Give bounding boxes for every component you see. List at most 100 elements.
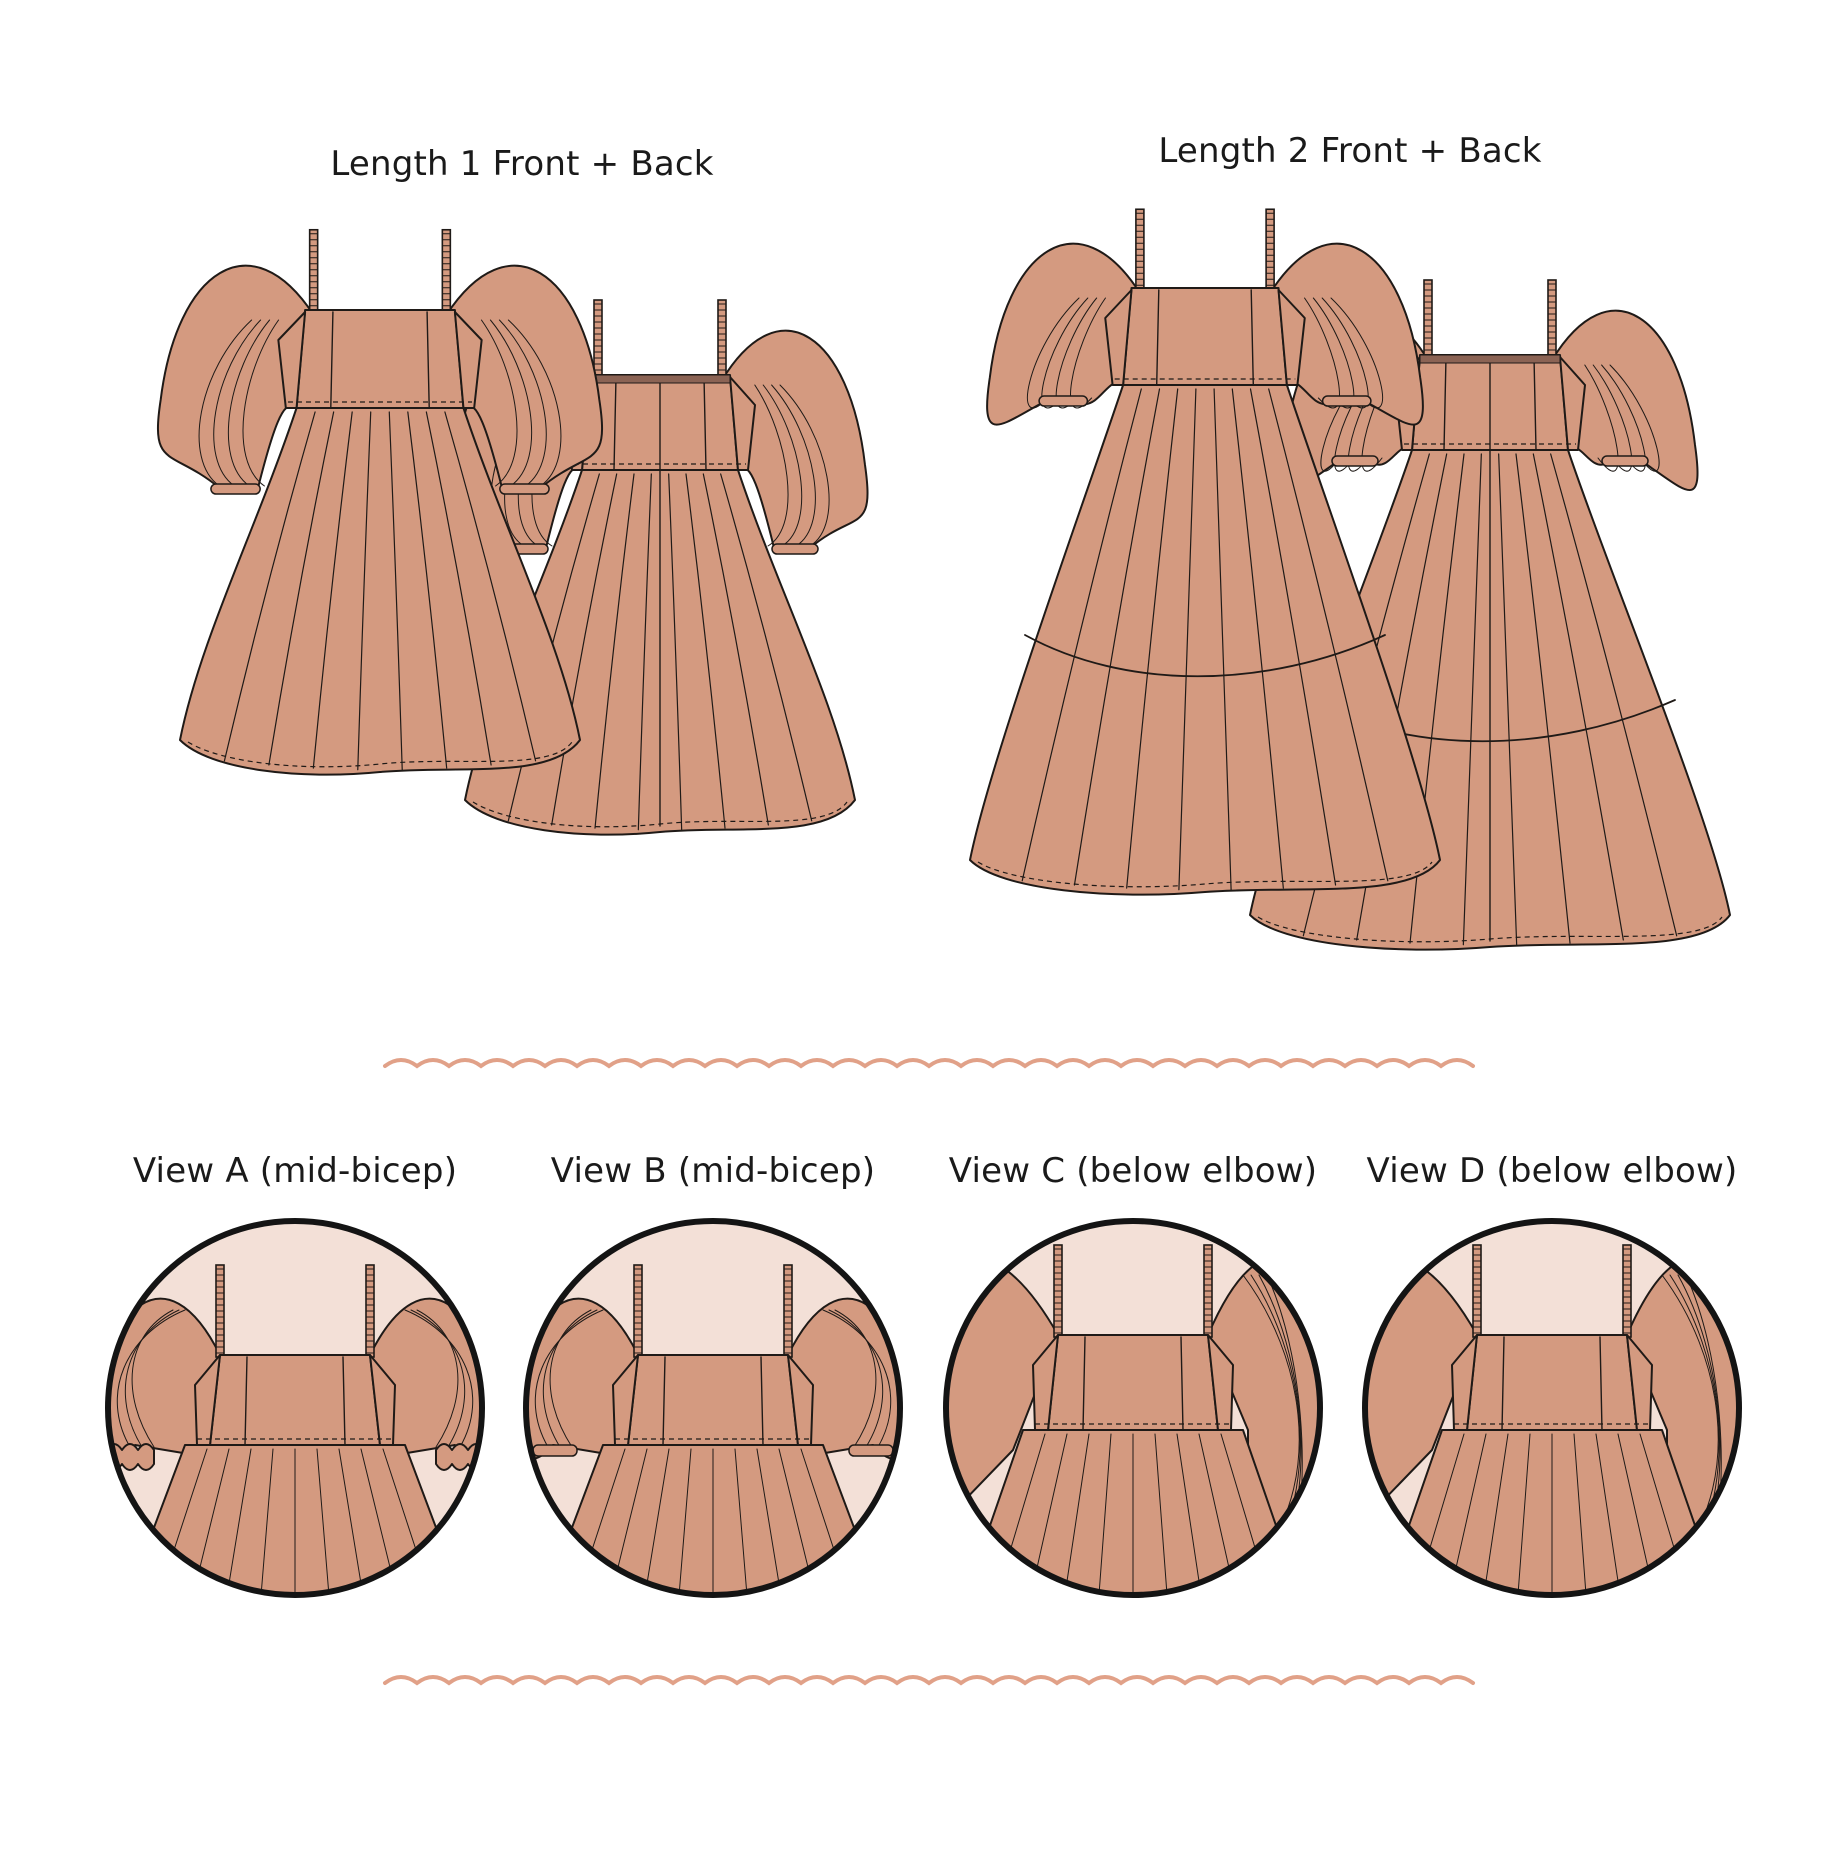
princess-seam bbox=[1082, 1336, 1086, 1431]
right-sleeve bbox=[1269, 242, 1424, 426]
skirt bbox=[179, 407, 581, 776]
sleeve-gather bbox=[1321, 297, 1369, 409]
skirt-fold bbox=[1516, 1433, 1531, 1595]
sleeve-gather bbox=[489, 319, 533, 487]
tier-seam bbox=[1024, 634, 1386, 678]
bodice-side-left bbox=[612, 1354, 639, 1446]
length-2-label: Length 2 Front + Back bbox=[1158, 131, 1542, 171]
left-sleeve bbox=[1365, 1255, 1478, 1595]
skirt-fold bbox=[1595, 1433, 1623, 1595]
sleeve-gather bbox=[124, 1309, 180, 1448]
bodice-side-right bbox=[1207, 1334, 1234, 1431]
sleeve-gather bbox=[1609, 364, 1660, 472]
sleeve-gather bbox=[834, 1309, 877, 1448]
back-facing bbox=[1419, 354, 1561, 364]
bodice-side-right bbox=[1277, 289, 1306, 386]
sleeve-gather bbox=[480, 319, 518, 487]
skirt-fold bbox=[407, 411, 448, 769]
skirt-fold bbox=[677, 1448, 692, 1595]
sleeve-gather bbox=[242, 319, 280, 487]
bodice-side-right bbox=[1626, 1334, 1653, 1431]
skirt-fold bbox=[1021, 388, 1142, 882]
bodice bbox=[1122, 287, 1288, 386]
bodice-side-left bbox=[1104, 289, 1133, 386]
sleeve-gather bbox=[404, 1309, 474, 1448]
right-strap bbox=[1265, 208, 1275, 291]
right-strap bbox=[441, 228, 452, 313]
skirt-fold bbox=[1176, 1433, 1204, 1595]
right-strap bbox=[1547, 279, 1557, 358]
skirt-fold bbox=[1178, 388, 1197, 891]
sleeve-gather bbox=[828, 1309, 884, 1448]
right-strap bbox=[1622, 1244, 1632, 1338]
sleeve-gather bbox=[498, 319, 547, 487]
skirt-fold bbox=[425, 411, 492, 766]
princess-seam bbox=[613, 376, 617, 471]
sleeve-gather bbox=[1312, 297, 1355, 409]
view-a-label: View A (mid-bicep) bbox=[132, 1151, 458, 1191]
skirt-fold bbox=[637, 473, 652, 831]
view-c-detail bbox=[943, 1218, 1323, 1598]
sleeve-gather bbox=[762, 384, 803, 547]
sleeve-gather bbox=[549, 1309, 592, 1448]
princess-seam bbox=[342, 1356, 346, 1446]
right-strap bbox=[1203, 1244, 1213, 1338]
right-strap bbox=[365, 1264, 375, 1358]
skirt-fold bbox=[720, 473, 813, 822]
left-strap bbox=[1472, 1244, 1482, 1338]
right-cuff bbox=[499, 483, 550, 495]
skirt-fold bbox=[1462, 453, 1482, 946]
skirt-fold bbox=[1515, 453, 1571, 944]
skirt-fold bbox=[1062, 1433, 1090, 1595]
sleeve-gather bbox=[771, 384, 816, 547]
princess-seam bbox=[703, 376, 707, 471]
sleeve-gather bbox=[416, 1309, 459, 1448]
divider-wave-top bbox=[383, 1058, 1475, 1069]
detail-ring bbox=[523, 1218, 903, 1598]
bodice bbox=[295, 309, 465, 409]
sleeve-gather bbox=[534, 1309, 604, 1448]
back-facing bbox=[589, 374, 731, 384]
princess-seam bbox=[662, 1356, 666, 1446]
skirt-fold bbox=[1231, 388, 1284, 889]
princess-seam bbox=[1250, 289, 1254, 386]
sleeve-gather bbox=[410, 1309, 466, 1448]
length-2-front bbox=[969, 208, 1441, 896]
bodice bbox=[627, 1354, 799, 1446]
skirt-fold bbox=[259, 1448, 274, 1595]
left-cuff bbox=[1038, 395, 1089, 407]
bodice bbox=[1466, 1334, 1638, 1431]
princess-seam bbox=[1533, 356, 1537, 451]
skirt-fold bbox=[223, 411, 316, 762]
detail-ring bbox=[105, 1218, 485, 1598]
left-sleeve bbox=[946, 1255, 1059, 1595]
detail-ring bbox=[943, 1218, 1323, 1598]
princess-seam bbox=[1156, 289, 1160, 386]
bodice-side-left bbox=[1451, 1334, 1478, 1431]
princess-seam bbox=[1599, 1336, 1603, 1431]
sleeve-gather bbox=[822, 1309, 892, 1448]
sleeve-gather bbox=[1601, 364, 1646, 472]
princess-seam bbox=[426, 311, 430, 409]
skirt-fold bbox=[702, 473, 769, 826]
skirt-fold bbox=[1249, 388, 1337, 886]
right-strap bbox=[717, 299, 727, 378]
bodice-side-right bbox=[787, 1354, 814, 1446]
princess-seam bbox=[244, 1356, 248, 1446]
divider-wave-bottom bbox=[383, 1675, 1475, 1686]
bodice-side-right bbox=[1559, 356, 1586, 451]
skirt-fold bbox=[357, 411, 372, 771]
princess-seam bbox=[1501, 1336, 1505, 1431]
sleeve-gather bbox=[1584, 364, 1619, 472]
right-cuff bbox=[771, 543, 819, 555]
sleeve-gather bbox=[542, 1309, 598, 1448]
right-sleeve bbox=[721, 329, 869, 553]
right-sleeve bbox=[1551, 309, 1699, 492]
view-b-detail bbox=[523, 1218, 903, 1598]
hem-stitch bbox=[187, 741, 573, 768]
skirt-fold bbox=[316, 1448, 331, 1595]
skirt bbox=[969, 384, 1441, 896]
skirt-fold bbox=[1213, 388, 1232, 891]
skirt-fold bbox=[388, 411, 403, 771]
